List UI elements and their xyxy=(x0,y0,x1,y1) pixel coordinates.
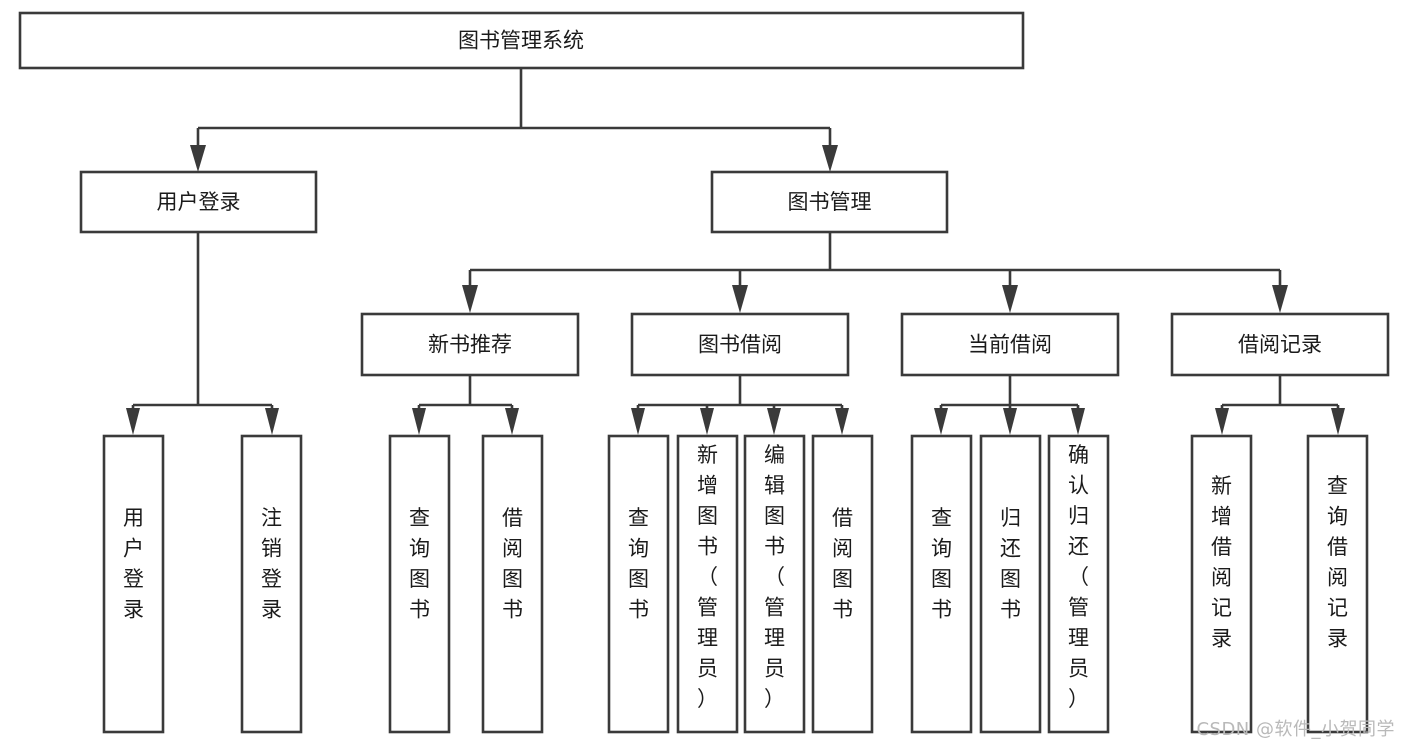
node-leaf-cur-query[interactable]: 查询图书 xyxy=(910,434,973,734)
node-borrow-record[interactable]: 借阅记录 xyxy=(1170,312,1390,377)
node-leaf-borrow-query[interactable]: 查询图书 xyxy=(607,434,670,734)
node-box-shape xyxy=(481,434,544,734)
arrow-head-icon xyxy=(822,145,838,172)
arrow-head-icon xyxy=(1272,285,1288,313)
node-label: 新增图书（管理员） xyxy=(697,443,718,711)
node-box-shape xyxy=(240,434,303,734)
arrow-head-icon xyxy=(934,408,948,435)
arrow-head-icon xyxy=(412,408,426,435)
node-box-shape xyxy=(743,434,806,734)
node-leaf-cur-return[interactable]: 归还图书 xyxy=(979,434,1042,734)
node-label: 新书推荐 xyxy=(428,333,512,357)
arrow-head-icon xyxy=(631,408,645,435)
node-box-shape xyxy=(79,170,318,234)
node-box-shape xyxy=(710,170,949,234)
arrow-head-icon xyxy=(1002,285,1018,313)
node-box-shape xyxy=(607,434,670,734)
arrow-head-icon xyxy=(835,408,849,435)
arrow-head-icon xyxy=(265,408,279,435)
node-box-shape xyxy=(900,312,1120,377)
node-label: 当前借阅 xyxy=(968,333,1052,357)
node-box-shape xyxy=(102,434,165,734)
connector-bookmanage-to-level3 xyxy=(462,232,1288,313)
arrow-head-icon xyxy=(1003,408,1017,435)
node-label: 新增借阅记录 xyxy=(1211,474,1232,651)
node-leaf-rec-borrow[interactable]: 借阅图书 xyxy=(481,434,544,734)
node-box-shape xyxy=(910,434,973,734)
node-label: 用户登录 xyxy=(123,506,144,622)
node-label: 查询图书 xyxy=(931,506,952,622)
node-box-shape xyxy=(676,434,739,734)
connector-currentborrow-to-leaves xyxy=(934,375,1085,435)
arrow-head-icon xyxy=(505,408,519,435)
node-label: 借阅图书 xyxy=(502,506,523,622)
node-label: 确认归还（管理员） xyxy=(1068,443,1089,711)
node-label: 图书管理 xyxy=(788,190,872,214)
node-current-borrow[interactable]: 当前借阅 xyxy=(900,312,1120,377)
arrow-head-icon xyxy=(190,145,206,172)
node-box-shape xyxy=(811,434,874,734)
arrow-head-icon xyxy=(1215,408,1229,435)
node-leaf-rec-add[interactable]: 新增借阅记录 xyxy=(1190,434,1253,734)
connector-userlogin-to-leaves xyxy=(126,232,279,435)
node-label: 注销登录 xyxy=(261,506,282,622)
arrow-head-icon xyxy=(767,408,781,435)
node-box-shape xyxy=(1190,434,1253,734)
node-root[interactable]: 图书管理系统 xyxy=(18,11,1025,70)
node-leaf-borrow-add[interactable]: 新增图书（管理员） xyxy=(676,434,739,734)
node-leaf-rec-search[interactable]: 查询借阅记录 xyxy=(1306,434,1369,734)
node-box-shape xyxy=(979,434,1042,734)
node-box-shape xyxy=(360,312,580,377)
node-box-shape xyxy=(1170,312,1390,377)
node-leaf-user-logout[interactable]: 注销登录 xyxy=(240,434,303,734)
node-label: 借阅图书 xyxy=(832,506,853,622)
arrow-head-icon xyxy=(1071,408,1085,435)
node-leaf-user-login[interactable]: 用户登录 xyxy=(102,434,165,734)
node-leaf-borrow-lend[interactable]: 借阅图书 xyxy=(811,434,874,734)
node-box-shape xyxy=(18,11,1025,70)
connector-borrowrecord-to-leaves xyxy=(1215,375,1345,435)
node-label: 查询图书 xyxy=(409,506,430,622)
node-box-shape xyxy=(630,312,850,377)
node-leaf-rec-query[interactable]: 查询图书 xyxy=(388,434,451,734)
connector-newbookrec-to-leaves xyxy=(412,375,519,435)
node-box-shape xyxy=(388,434,451,734)
arrow-head-icon xyxy=(126,408,140,435)
node-label: 用户登录 xyxy=(157,190,241,214)
node-leaf-borrow-edit[interactable]: 编辑图书（管理员） xyxy=(743,434,806,734)
node-label: 编辑图书（管理员） xyxy=(764,443,785,711)
node-label: 借阅记录 xyxy=(1238,333,1322,357)
node-label: 查询借阅记录 xyxy=(1327,474,1348,651)
node-box-shape xyxy=(1047,434,1110,734)
arrow-head-icon xyxy=(462,285,478,313)
node-leaf-cur-confirm[interactable]: 确认归还（管理员） xyxy=(1047,434,1110,734)
node-label: 图书借阅 xyxy=(698,333,782,357)
node-box-shape xyxy=(1306,434,1369,734)
arrow-head-icon xyxy=(700,408,714,435)
arrow-head-icon xyxy=(732,285,748,313)
node-label: 查询图书 xyxy=(628,506,649,622)
connector-root-to-level2 xyxy=(190,68,838,172)
node-book-manage[interactable]: 图书管理 xyxy=(710,170,949,234)
node-label: 归还图书 xyxy=(1000,506,1021,622)
node-user-login[interactable]: 用户登录 xyxy=(79,170,318,234)
connector-bookborrow-to-leaves xyxy=(631,375,849,435)
node-new-book-rec[interactable]: 新书推荐 xyxy=(360,312,580,377)
arrow-head-icon xyxy=(1331,408,1345,435)
node-book-borrow[interactable]: 图书借阅 xyxy=(630,312,850,377)
node-label: 图书管理系统 xyxy=(458,29,584,53)
